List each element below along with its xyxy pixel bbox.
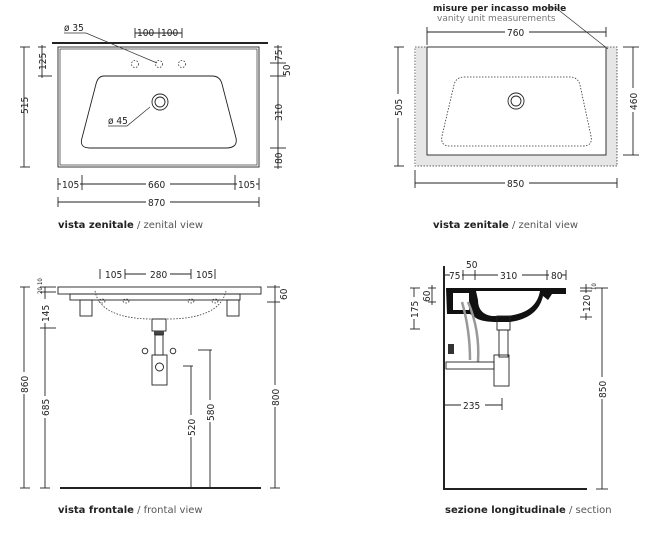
drain	[151, 318, 167, 332]
valve	[448, 344, 454, 354]
section-view: 75 50 310 80 175 60 10 120 850 235 sezio…	[408, 260, 612, 516]
svg-text:75: 75	[274, 50, 285, 61]
tap-hole	[155, 60, 163, 68]
svg-text:310: 310	[274, 104, 285, 121]
caption-section: sezione longitudinale / section	[445, 505, 612, 516]
bowl-hidden	[94, 290, 227, 320]
trap	[151, 354, 168, 386]
svg-text:850: 850	[507, 179, 524, 190]
svg-text:80: 80	[551, 271, 563, 282]
frontal-view: 105 280 105 20 10 860 145 685 60 800 520…	[18, 268, 290, 516]
svg-text:60: 60	[422, 290, 433, 302]
caption-zenital: vista zenitale / zenital view	[58, 220, 203, 231]
vanity-view: misure per incasso mobile vanity unit me…	[392, 4, 640, 231]
caption-frontal: vista frontale / frontal view	[58, 505, 203, 516]
basin-outline	[57, 46, 260, 168]
svg-text:280: 280	[150, 270, 167, 281]
zenital-view: ø 35 ø 45 100 100 515 125 75 50 310 80	[20, 23, 293, 231]
supply-hoses	[460, 301, 480, 363]
svg-text:760: 760	[507, 28, 524, 39]
svg-text:145: 145	[41, 305, 52, 322]
svg-text:120: 120	[582, 295, 593, 312]
caption-vanity: vista zenitale / zenital view	[433, 220, 578, 231]
svg-text:50: 50	[466, 260, 478, 271]
svg-text:125: 125	[38, 53, 49, 70]
svg-text:100: 100	[137, 28, 154, 39]
trap	[493, 354, 510, 387]
slab	[57, 286, 262, 295]
svg-text:105: 105	[238, 180, 255, 191]
svg-text:310: 310	[500, 271, 517, 282]
svg-text:235: 235	[463, 401, 480, 412]
svg-text:10: 10	[37, 278, 44, 285]
vanity-outline	[414, 46, 618, 167]
svg-text:660: 660	[148, 180, 165, 191]
bowl-outline-dotted	[441, 76, 592, 147]
svg-text:100: 100	[161, 28, 178, 39]
svg-text:175: 175	[410, 301, 421, 318]
svg-text:105: 105	[196, 270, 213, 281]
svg-text:800: 800	[271, 389, 282, 406]
drain	[151, 93, 169, 111]
svg-text:860: 860	[20, 376, 31, 393]
hole-diameter-label: ø 35	[64, 23, 84, 34]
tap-hole	[178, 60, 186, 68]
svg-text:80: 80	[274, 152, 285, 164]
supply-valve	[169, 347, 177, 355]
svg-text:105: 105	[62, 180, 79, 191]
waste-pipe	[445, 361, 495, 370]
svg-text:75: 75	[449, 271, 460, 282]
svg-text:850: 850	[598, 381, 609, 398]
svg-text:520: 520	[187, 419, 198, 436]
svg-text:460: 460	[629, 93, 640, 110]
svg-text:870: 870	[148, 198, 165, 209]
svg-text:60: 60	[279, 288, 290, 300]
svg-text:515: 515	[20, 97, 31, 114]
svg-text:vanity unit measurements: vanity unit measurements	[437, 14, 556, 24]
bowl-outline	[80, 75, 237, 149]
svg-text:505: 505	[394, 99, 405, 116]
vanity-note: misure per incasso mobile	[433, 4, 566, 14]
svg-text:685: 685	[41, 399, 52, 416]
vanity-inner	[426, 46, 607, 156]
svg-text:105: 105	[105, 270, 122, 281]
supply-valve	[141, 347, 149, 355]
svg-text:20: 20	[37, 287, 44, 294]
svg-text:10: 10	[591, 283, 598, 290]
drain-diameter-label: ø 45	[108, 116, 128, 127]
tap-hole	[131, 60, 139, 68]
svg-text:50: 50	[282, 64, 293, 76]
svg-text:580: 580	[206, 404, 217, 421]
